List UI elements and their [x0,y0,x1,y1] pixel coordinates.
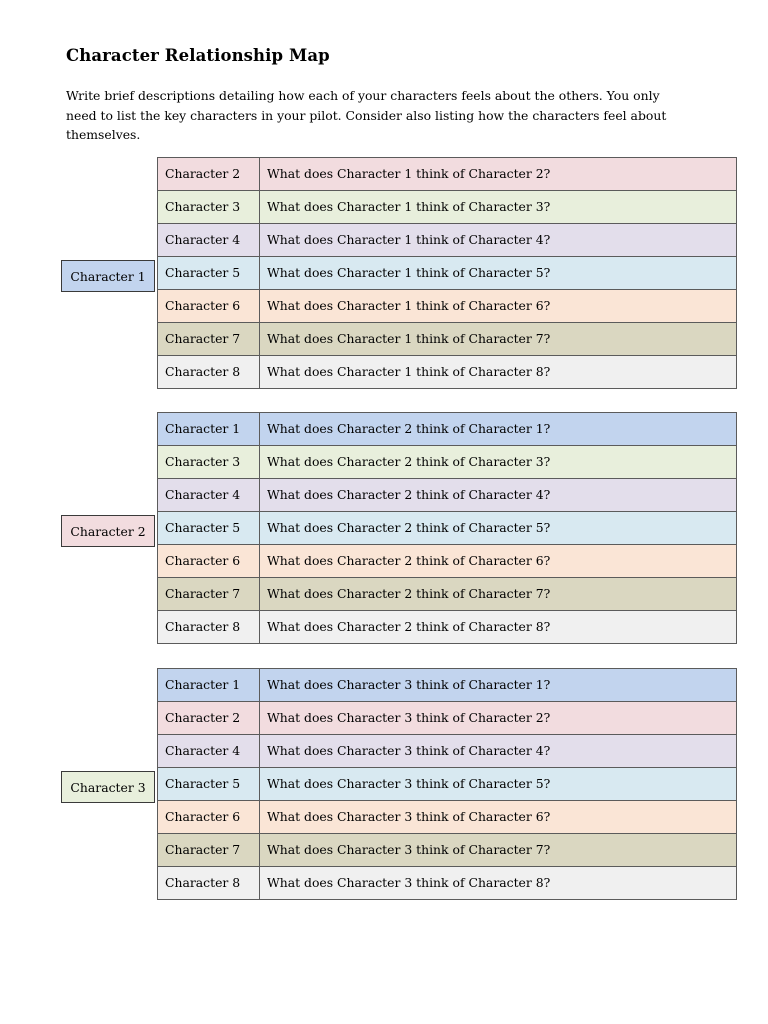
relationship-prompt-cell[interactable]: What does Character 2 think of Character… [259,412,737,446]
character-name-cell: Character 7 [157,322,260,356]
character-name-cell: Character 8 [157,610,260,644]
relationship-prompt-cell[interactable]: What does Character 3 think of Character… [259,767,737,801]
relationship-prompt-cell[interactable]: What does Character 2 think of Character… [259,577,737,611]
relationship-prompt-cell[interactable]: What does Character 3 think of Character… [259,701,737,735]
character-name-cell: Character 8 [157,866,260,900]
character-name-cell: Character 3 [157,445,260,479]
relationship-prompt-cell[interactable]: What does Character 3 think of Character… [259,734,737,768]
character-name-cell: Character 7 [157,833,260,867]
character-name-cell: Character 4 [157,223,260,257]
character-name-cell: Character 5 [157,767,260,801]
relationship-prompt-cell[interactable]: What does Character 1 think of Character… [259,190,737,224]
page-title: Character Relationship Map [66,46,330,65]
character-name-cell: Character 5 [157,256,260,290]
character-name-cell: Character 2 [157,157,260,191]
relationship-prompt-cell[interactable]: What does Character 2 think of Character… [259,544,737,578]
relationship-prompt-cell[interactable]: What does Character 3 think of Character… [259,668,737,702]
character-name-cell: Character 4 [157,734,260,768]
character-name-cell: Character 4 [157,478,260,512]
relationship-prompt-cell[interactable]: What does Character 1 think of Character… [259,157,737,191]
character-name-cell: Character 6 [157,800,260,834]
relationship-prompt-cell[interactable]: What does Character 3 think of Character… [259,866,737,900]
relationship-prompt-cell[interactable]: What does Character 1 think of Character… [259,256,737,290]
intro-paragraph: Write brief descriptions detailing how e… [66,88,667,142]
relationship-prompt-cell[interactable]: What does Character 3 think of Character… [259,800,737,834]
relationship-prompt-cell[interactable]: What does Character 2 think of Character… [259,610,737,644]
relationship-prompt-cell[interactable]: What does Character 1 think of Character… [259,289,737,323]
character-name-cell: Character 6 [157,544,260,578]
relationship-prompt-cell[interactable]: What does Character 2 think of Character… [259,445,737,479]
character-name-cell: Character 1 [157,668,260,702]
character-name-cell: Character 6 [157,289,260,323]
block-subject-label: Character 3 [61,771,155,803]
relationship-prompt-cell[interactable]: What does Character 2 think of Character… [259,478,737,512]
block-subject-label: Character 2 [61,515,155,547]
character-name-cell: Character 2 [157,701,260,735]
block-subject-label: Character 1 [61,260,155,292]
character-name-cell: Character 8 [157,355,260,389]
character-name-cell: Character 5 [157,511,260,545]
relationship-prompt-cell[interactable]: What does Character 1 think of Character… [259,355,737,389]
relationship-prompt-cell[interactable]: What does Character 1 think of Character… [259,223,737,257]
character-name-cell: Character 3 [157,190,260,224]
character-name-cell: Character 7 [157,577,260,611]
relationship-prompt-cell[interactable]: What does Character 3 think of Character… [259,833,737,867]
relationship-prompt-cell[interactable]: What does Character 1 think of Character… [259,322,737,356]
relationship-prompt-cell[interactable]: What does Character 2 think of Character… [259,511,737,545]
character-name-cell: Character 1 [157,412,260,446]
